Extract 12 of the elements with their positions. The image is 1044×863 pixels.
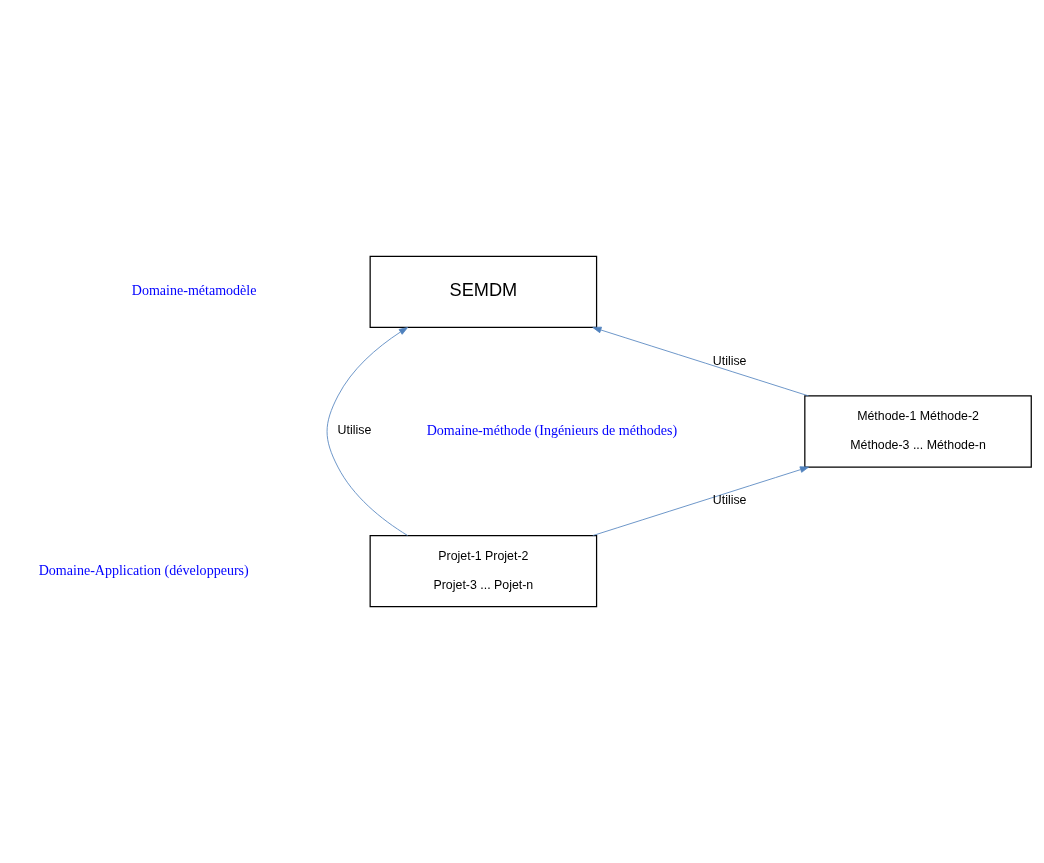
label: Domaine-métamodèle: [131, 282, 257, 299]
arrow: [326, 327, 408, 536]
edge-label: Utilise: [712, 353, 747, 368]
arrow: [592, 326, 810, 397]
node-box: Méthode-1 Méthode-2 Méthode-3 ... Méthode-n: [804, 395, 1032, 468]
arrow: [592, 466, 810, 536]
node-box: Projet-1 Projet-2 Projet-3 ... Pojet-n: [369, 535, 598, 608]
label: Domaine-Application (développeurs): [38, 561, 249, 578]
node-box: SEMDM: [369, 255, 598, 328]
edge-label: Utilise: [337, 423, 372, 438]
edge-label: Utilise: [712, 493, 747, 508]
label: Domaine-méthode (Ingénieurs de méthodes): [426, 421, 678, 438]
